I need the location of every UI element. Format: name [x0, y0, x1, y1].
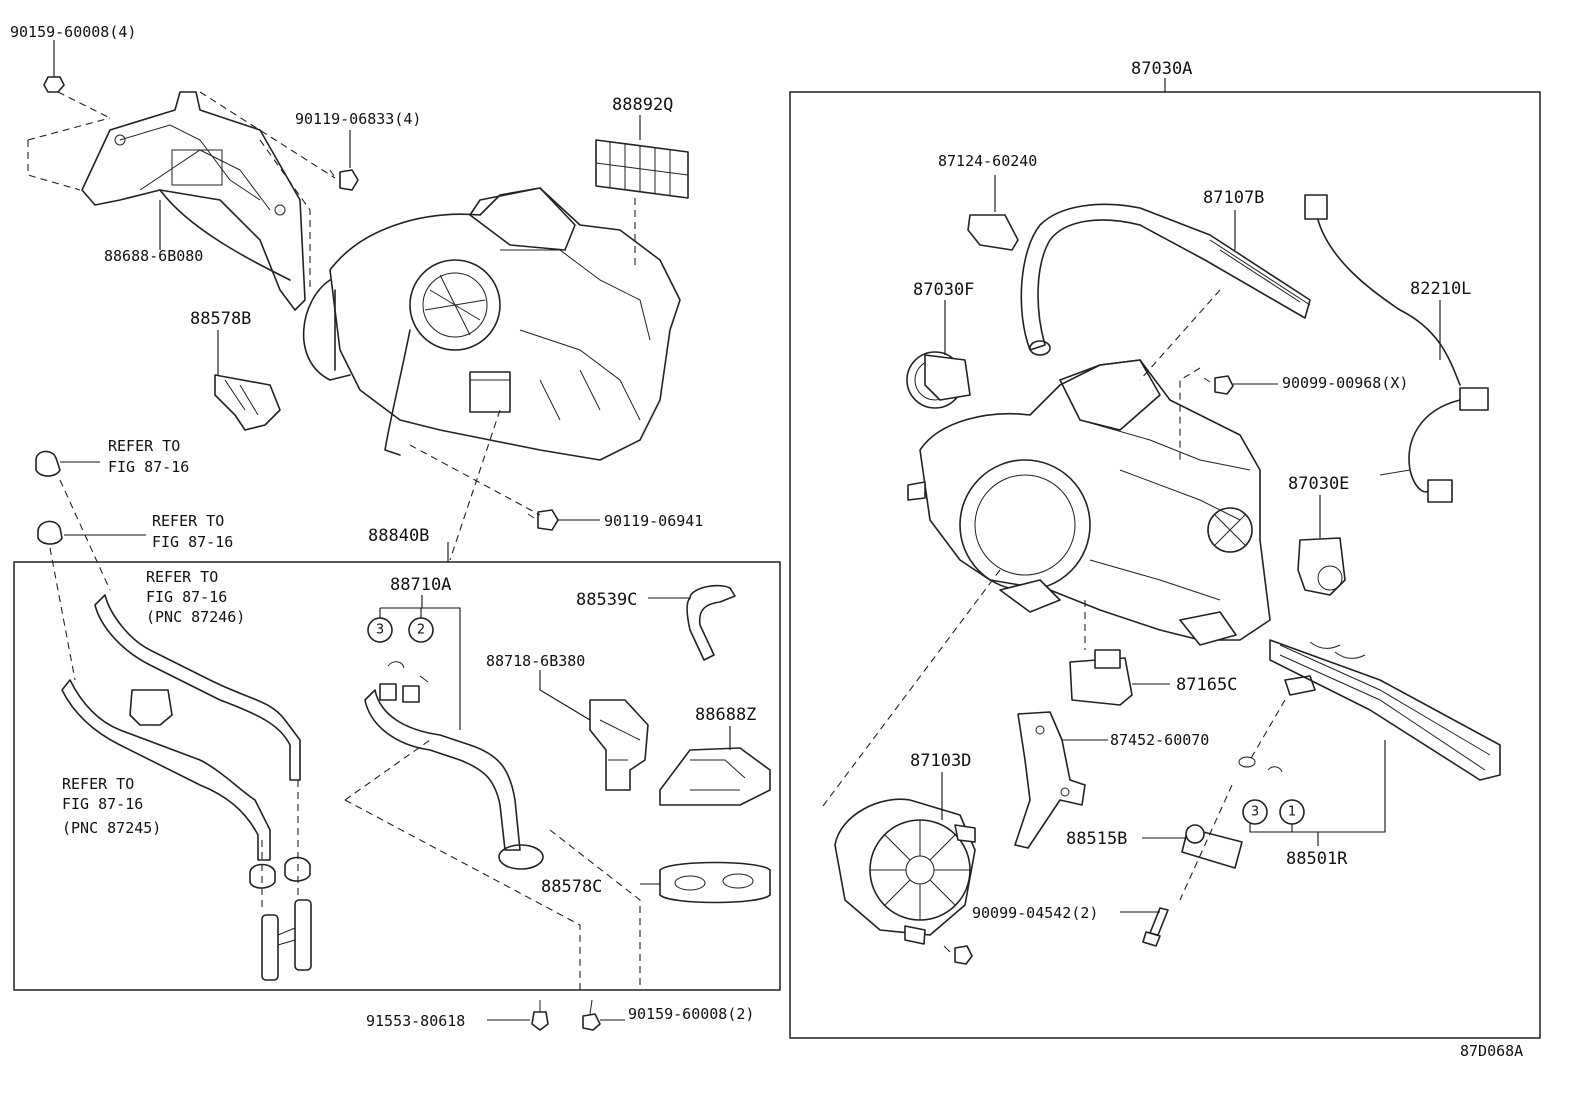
label-ref3-a: REFER TO [146, 568, 218, 586]
label-87107B: 87107B [1203, 188, 1264, 208]
seal-88688Z [659, 726, 771, 806]
frame-88840B [13, 561, 781, 991]
pipes-bottom [261, 899, 312, 981]
bolt-90099-04542 [1120, 907, 1169, 947]
bracket-88718-6B380 [539, 670, 649, 791]
label-90099-04542: 90099-04542(2) [972, 904, 1098, 922]
label-87165C: 87165C [1176, 675, 1237, 695]
heater-unit-right [907, 359, 1271, 646]
seal-88578C [640, 861, 771, 904]
clamp-refer-1 [35, 450, 100, 477]
label-82210L: 82210L [1410, 279, 1471, 299]
label-88578C: 88578C [541, 877, 602, 897]
label-90119-06833: 90119-06833(4) [295, 110, 421, 128]
label-ref2-b: FIG 87-16 [152, 533, 233, 551]
label-ref1-b: FIG 87-16 [108, 458, 189, 476]
label-88688-6B080: 88688-6B080 [104, 247, 203, 265]
circle-num-right-1: 1 [1288, 805, 1296, 820]
label-90159-60008-2: 90159-60008(2) [628, 1005, 754, 1023]
bracket-88688-6B080 [81, 91, 306, 311]
label-87030E: 87030E [1288, 474, 1349, 494]
label-ref1-a: REFER TO [108, 437, 180, 455]
pipe-88710A [364, 661, 544, 870]
label-90099-00968: 90099-00968(X) [1282, 374, 1408, 392]
bolt-90119-06941 [527, 509, 600, 531]
label-87103D: 87103D [910, 751, 971, 771]
frame-87030A [789, 91, 1541, 1039]
label-91553-80618: 91553-80618 [366, 1012, 465, 1030]
label-88501R: 88501R [1286, 849, 1348, 869]
bolt-91553-80618 [487, 1000, 549, 1031]
label-ref2-a: REFER TO [152, 512, 224, 530]
circle-num-left-3: 3 [376, 623, 384, 638]
module-87165C [1069, 649, 1170, 706]
label-90119-06941: 90119-06941 [604, 512, 703, 530]
label-ref3-b: FIG 87-16 [146, 588, 227, 606]
circle-num-right-3: 3 [1251, 805, 1259, 820]
actuator-87030E [1297, 495, 1346, 596]
heater-core-87107B [1020, 203, 1311, 356]
blower-87103D [834, 772, 976, 945]
diagram-code: 87D068A [1460, 1042, 1523, 1060]
label-88539C: 88539C [576, 590, 637, 610]
label-90159-60008-4: 90159-60008(4) [10, 23, 136, 41]
bracket-87452-60070 [1014, 711, 1108, 849]
clamp-refer-2 [37, 520, 146, 545]
label-ref4-a: REFER TO [62, 775, 134, 793]
clamps-bottom [249, 856, 311, 889]
screw-blower [943, 945, 973, 965]
label-88578B: 88578B [190, 309, 251, 329]
label-88688Z: 88688Z [695, 705, 756, 725]
filter-88892Q [595, 115, 689, 265]
part-87124-60240 [967, 175, 1019, 251]
bolt-90099-00968 [1203, 375, 1278, 395]
label-88515B: 88515B [1066, 829, 1127, 849]
label-ref4-b: FIG 87-16 [62, 795, 143, 813]
actuator-87030F [906, 300, 971, 409]
bolt-90119-06833 [329, 130, 359, 191]
label-ref4-c: (PNC 87245) [62, 819, 161, 837]
circle-num-left-2: 2 [417, 623, 425, 638]
label-88840B: 88840B [368, 526, 429, 546]
label-87030A: 87030A [1131, 59, 1192, 79]
hose-87245 [61, 679, 271, 861]
label-ref3-c: (PNC 87246) [146, 608, 245, 626]
label-88718-6B380: 88718-6B380 [486, 652, 585, 670]
seal-88578B [214, 330, 281, 431]
bolt-90159-60008-2 [582, 999, 625, 1031]
label-87030F: 87030F [913, 280, 974, 300]
hose-87246 [94, 594, 301, 781]
hose-88539C [648, 584, 736, 661]
label-88710A: 88710A [390, 575, 451, 595]
label-88892Q: 88892Q [612, 95, 673, 115]
wire-harness-82210L [1304, 194, 1489, 503]
heater-unit-left [302, 187, 681, 461]
bolt-90159-60008-4 [43, 40, 65, 93]
label-87452-60070: 87452-60070 [1110, 731, 1209, 749]
label-87124-60240: 87124-60240 [938, 152, 1037, 170]
pipes-88501R [1269, 639, 1501, 781]
block-88515B [1142, 824, 1243, 869]
